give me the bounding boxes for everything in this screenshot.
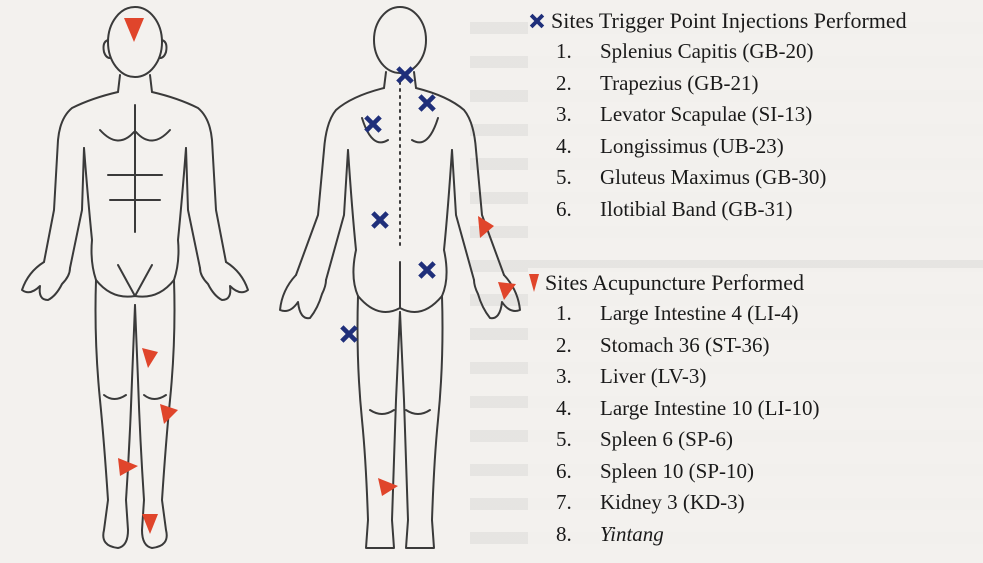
- acupuncture-marker-large-intestine-4: [498, 282, 516, 300]
- list-item: 3.Levator Scapulae (SI-13): [528, 99, 983, 131]
- injection-marker-levator-scapulae: [364, 115, 382, 133]
- list-item: 7.Kidney 3 (KD-3): [528, 487, 983, 519]
- acupuncture-marker-large-intestine-10: [478, 216, 494, 238]
- injection-marker-longissimus: [371, 211, 389, 229]
- list-item: 1.Splenius Capitis (GB-20): [528, 36, 983, 68]
- injection-legend: Sites Trigger Point Injections Performed…: [528, 6, 983, 258]
- list-item: 4.Longissimus (UB-23): [528, 131, 983, 163]
- acupuncture-list: 1.Large Intestine 4 (LI-4) 2.Stomach 36 …: [528, 298, 983, 550]
- back-body-outline: [280, 7, 520, 548]
- list-item: 6.Spleen 10 (SP-10): [528, 456, 983, 488]
- list-item: 5.Spleen 6 (SP-6): [528, 424, 983, 456]
- injection-legend-heading: Sites Trigger Point Injections Performed: [528, 6, 983, 36]
- acupuncture-marker-liver-3: [142, 514, 158, 534]
- injection-marker-splenius-capitis: [396, 66, 414, 84]
- injection-list: 1.Splenius Capitis (GB-20) 2.Trapezius (…: [528, 36, 983, 225]
- list-item: 2.Trapezius (GB-21): [528, 68, 983, 100]
- list-item: 5.Gluteus Maximus (GB-30): [528, 162, 983, 194]
- body-diagram: [0, 0, 530, 563]
- list-item: 3.Liver (LV-3): [528, 361, 983, 393]
- acupuncture-markers: [118, 18, 516, 534]
- list-item: 1.Large Intestine 4 (LI-4): [528, 298, 983, 330]
- list-item: 4.Large Intestine 10 (LI-10): [528, 393, 983, 425]
- list-item: 2.Stomach 36 (ST-36): [528, 330, 983, 362]
- injection-marker-trapezius: [418, 94, 436, 112]
- acupuncture-marker-spleen-10: [142, 348, 158, 368]
- red-triangle-marker-icon: [528, 273, 540, 293]
- blue-cross-marker-icon: [528, 12, 546, 30]
- injection-markers: [340, 66, 436, 343]
- list-item: 6.Ilotibial Band (GB-31): [528, 194, 983, 226]
- injection-marker-gluteus-maximus: [418, 261, 436, 279]
- acupuncture-marker-kidney-3: [378, 478, 398, 496]
- acupuncture-marker-yintang: [124, 18, 144, 42]
- injection-marker-iliotibial-band: [340, 325, 358, 343]
- acupuncture-legend-heading: Sites Acupuncture Performed: [528, 268, 983, 298]
- acupuncture-legend-title: Sites Acupuncture Performed: [545, 269, 804, 297]
- injection-legend-title: Sites Trigger Point Injections Performed: [551, 7, 907, 35]
- list-item: 8.Yintang: [528, 519, 983, 551]
- acupuncture-legend: Sites Acupuncture Performed 1.Large Inte…: [528, 268, 983, 563]
